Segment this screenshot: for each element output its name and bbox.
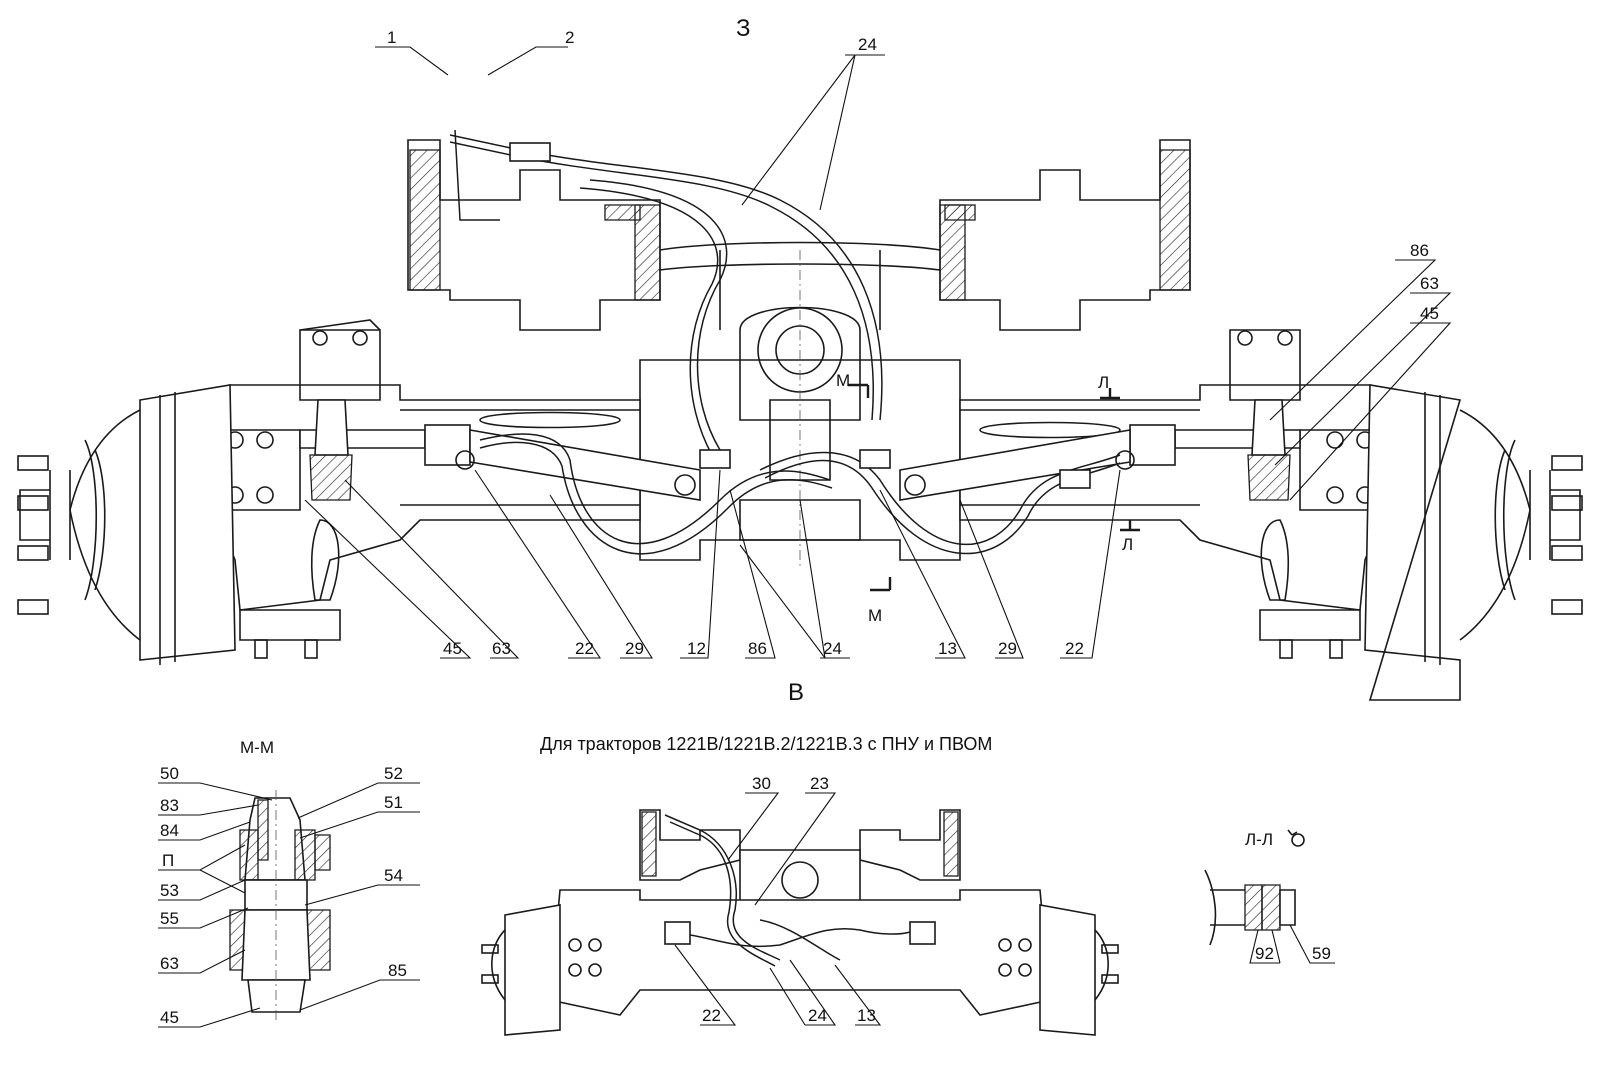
callout-label: 63 [492,639,511,658]
callout-label: 45 [443,639,462,658]
callouts-ll: 92 59 [1249,924,1335,964]
callout-label: 54 [384,866,403,885]
caption: Для тракторов 1221В/1221В.2/1221В.3 с ПН… [540,734,992,754]
callout-label: 29 [998,639,1017,658]
callout-label: 45 [1420,304,1439,323]
upper-mount-bracket [407,139,1191,331]
callout-label: 50 [160,764,179,783]
callout-label: 24 [823,639,842,658]
section-mark-l-bottom: Л [1122,535,1133,554]
callout-label: 51 [384,793,403,812]
callout-label: 2 [565,28,574,47]
callout-label: 22 [1065,639,1084,658]
callout-label: 63 [1420,274,1439,293]
rotate-icon [1291,833,1305,847]
view-label-bottom: В [788,679,804,706]
section-title-mm: М-М [240,738,274,757]
callout-label: 22 [575,639,594,658]
view-label-top: З [736,15,751,42]
callout-label: 86 [748,639,767,658]
hydraulic-hoses [449,129,1121,555]
callout-label: 12 [687,639,706,658]
callout-label: 45 [160,1008,179,1027]
callout-label: 83 [160,796,179,815]
section-ll: Л-Л 92 59 [1204,829,1335,964]
callout-label: 30 [752,774,771,793]
section-mm: М-М 50 52 83 51 84 П 54 53 [158,738,420,1028]
left-wheel-hub [17,384,236,665]
section-mark-m-top: М [836,371,850,390]
callout-label: 13 [857,1006,876,1025]
callout-label: 86 [1410,241,1429,260]
callout-label: 22 [702,1006,721,1025]
callout-label: 59 [1312,944,1331,963]
callouts-mm: 50 52 83 51 84 П 54 53 55 63 85 45 [158,764,420,1028]
small-axle-view: 30 23 22 24 13 [481,774,1119,1036]
right-axle-beam [959,329,1386,659]
callout-label: 24 [858,35,877,54]
section-title-ll: Л-Л [1245,830,1273,849]
callout-label: 85 [388,961,407,980]
callout-label: 63 [160,954,179,973]
differential-housing [639,250,961,570]
callout-label: 13 [938,639,957,658]
callout-label: 84 [160,821,179,840]
section-markers: М М Л Л [836,371,1140,625]
callout-label: П [162,851,174,870]
section-mark-l-top: Л [1098,373,1109,392]
callout-label: 1 [387,28,396,47]
callout-label: 24 [808,1006,827,1025]
callout-label: 53 [160,881,179,900]
main-axle-view: М М Л Л З В 1 2 24 86 63 45 45 [17,15,1583,706]
callout-label: 52 [384,764,403,783]
section-mark-m-bottom: М [868,606,882,625]
callout-label: 29 [625,639,644,658]
steering-cylinders [299,399,1301,501]
callout-label: 23 [810,774,829,793]
right-wheel-hub [1364,384,1583,701]
callouts-small: 30 23 22 24 13 [674,774,882,1026]
callouts-main: 1 2 24 86 63 45 45 63 22 29 12 86 24 [304,28,1452,659]
callout-label: 55 [160,909,179,928]
callout-label: 92 [1255,944,1274,963]
